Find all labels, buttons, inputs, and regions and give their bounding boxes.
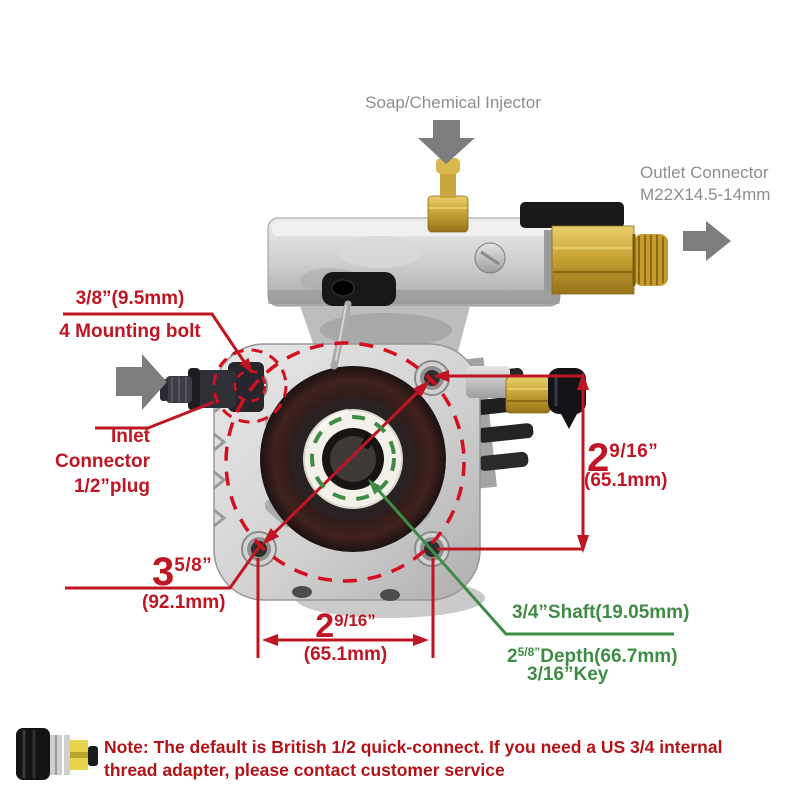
bolt-size-label: 3/8”(9.5mm): [75, 288, 185, 309]
inlet-connector-label: Inlet Connector 1/2”plug: [18, 424, 150, 499]
side-port-brass-nut: [505, 376, 551, 414]
head-black-cap: [520, 202, 624, 228]
inlet-arrow-right-icon: [116, 354, 167, 410]
red-arrowheads: [239, 357, 589, 646]
dimension-right-metric: (65.1mm): [584, 470, 668, 491]
dimension-bottom-metric: (65.1mm): [303, 644, 388, 665]
outlet-arrow-right-icon: [683, 221, 731, 261]
shaft-size-label: 3/4”Shaft(19.05mm): [512, 602, 690, 623]
diagonal-label-leader: [65, 546, 261, 590]
red-annotation-lines: [63, 312, 585, 658]
note-line1: Note: The default is British 1/2 quick-c…: [104, 737, 723, 757]
outlet-connector: [544, 225, 668, 295]
mounting-bolt-label: 4 Mounting bolt: [59, 321, 201, 342]
red-dashed-circles: [212, 341, 466, 583]
shaft-highlight-circle: [310, 415, 396, 501]
green-annotations: [310, 415, 674, 636]
outlet-label-line1: Outlet Connector: [640, 163, 769, 182]
note: Note: The default is British 1/2 quick-c…: [104, 736, 784, 782]
shaft-depth-label: 25/8”Depth(66.7mm): [507, 645, 678, 667]
dimension-diagonal-metric: (92.1mm): [142, 592, 226, 613]
outlet-hex-body: [551, 225, 635, 295]
bolt-label-leader: [63, 312, 251, 370]
adapter-photo: [16, 728, 98, 780]
shaft-bore: [260, 366, 446, 552]
inlet-label-leader: [95, 400, 215, 430]
soap-injector: [427, 151, 469, 233]
bolt-highlight-circle: [212, 348, 288, 424]
soap-injector-label: Soap/Chemical Injector: [365, 93, 541, 112]
inlet-label-line2: 1/2”plug: [73, 476, 150, 497]
inlet-plug: [160, 362, 264, 412]
top-bracket: [322, 272, 396, 370]
outlet-label-line2: M22X14.5-14mm: [640, 185, 771, 204]
dimension-right-value: 29/16”: [587, 436, 659, 480]
dimension-bottom-value: 29/16”: [315, 607, 376, 645]
dimension-diagonal-value: 35/8”: [152, 550, 213, 594]
note-line2: thread adapter, please contact customer …: [104, 760, 505, 780]
outlet-connector-label: Outlet Connector M22X14.5-14mm: [640, 162, 795, 206]
pump-body: [160, 151, 668, 618]
shaft-label-leader: [370, 482, 674, 636]
inlet-label-line1: Inlet Connector: [55, 426, 150, 472]
soap-arrow-down-icon: [418, 120, 475, 164]
side-port: [466, 366, 586, 429]
diagonal-dimension-line: [264, 382, 428, 543]
bolt-circle-dashed: [224, 341, 466, 583]
shaft-key-label: 3/16”Key: [527, 664, 609, 685]
